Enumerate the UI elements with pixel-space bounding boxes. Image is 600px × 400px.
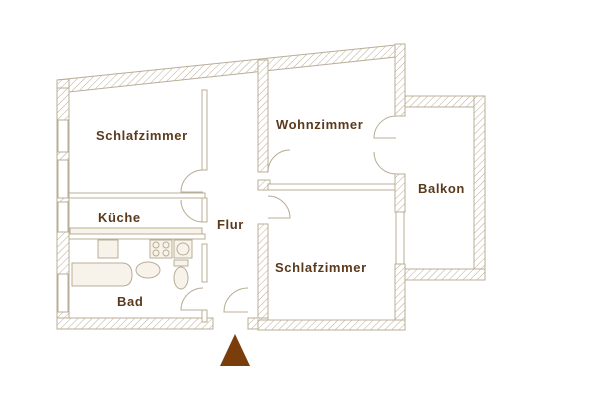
- balkon-wall-top: [404, 95, 486, 108]
- entrance-triangle-icon: [220, 334, 250, 366]
- kitchen-counter: [69, 227, 203, 235]
- wall-schlafzimmer-2-bottom: [257, 319, 406, 331]
- door-kueche: [180, 199, 204, 223]
- wall-kueche-flur: [201, 197, 208, 223]
- door-balkon-lower: [373, 151, 397, 175]
- balkon-wall-bottom: [404, 268, 486, 281]
- balkon-wall-right: [473, 95, 486, 281]
- outer-wall-bottom-left: [56, 317, 214, 330]
- outer-wall-top: [56, 43, 406, 93]
- wall-wohnzimmer-right-upper: [394, 43, 406, 117]
- wall-schlafzimmer-2-right-upper: [394, 173, 406, 213]
- bathroom-sink-icon: [135, 261, 161, 279]
- door-wohnzimmer: [267, 149, 291, 173]
- room-label-balkon: Balkon: [418, 181, 465, 196]
- wall-bad-flur-lower: [201, 309, 208, 323]
- window-left-3: [57, 201, 69, 233]
- door-entrance: [223, 287, 249, 313]
- wall-flur-wohnzimmer: [257, 59, 269, 173]
- room-label-schlafzimmer-1: Schlafzimmer: [96, 128, 188, 143]
- window-left-1: [57, 119, 69, 153]
- wall-kueche-bad: [68, 233, 206, 240]
- window-left-4: [57, 273, 69, 313]
- room-label-wohnzimmer: Wohnzimmer: [276, 117, 363, 132]
- door-balkon-upper: [373, 115, 397, 139]
- toilet-tank: [173, 259, 189, 267]
- door-schlafzimmer-2: [267, 195, 291, 219]
- window-schlafzimmer-2: [395, 211, 405, 265]
- stove-icon: [149, 239, 173, 259]
- wall-schlafzimmer-flur: [201, 89, 208, 171]
- room-label-kueche: Küche: [98, 210, 141, 225]
- toilet-icon: [173, 266, 189, 290]
- door-bad: [180, 287, 204, 311]
- room-label-bad: Bad: [117, 294, 143, 309]
- bathtub-icon: [71, 262, 133, 287]
- door-schlafzimmer-1: [180, 169, 204, 193]
- kitchen-sink-icon: [97, 239, 119, 259]
- window-left-2: [57, 159, 69, 199]
- wall-schlafzimmer-kueche: [68, 192, 206, 199]
- room-label-flur: Flur: [217, 217, 244, 232]
- wall-flur-schlafzimmer-2: [257, 223, 269, 329]
- wall-wohnzimmer-schlafzimmer-2: [267, 183, 401, 191]
- wall-bad-flur: [201, 243, 208, 283]
- room-label-schlafzimmer-2: Schlafzimmer: [275, 260, 367, 275]
